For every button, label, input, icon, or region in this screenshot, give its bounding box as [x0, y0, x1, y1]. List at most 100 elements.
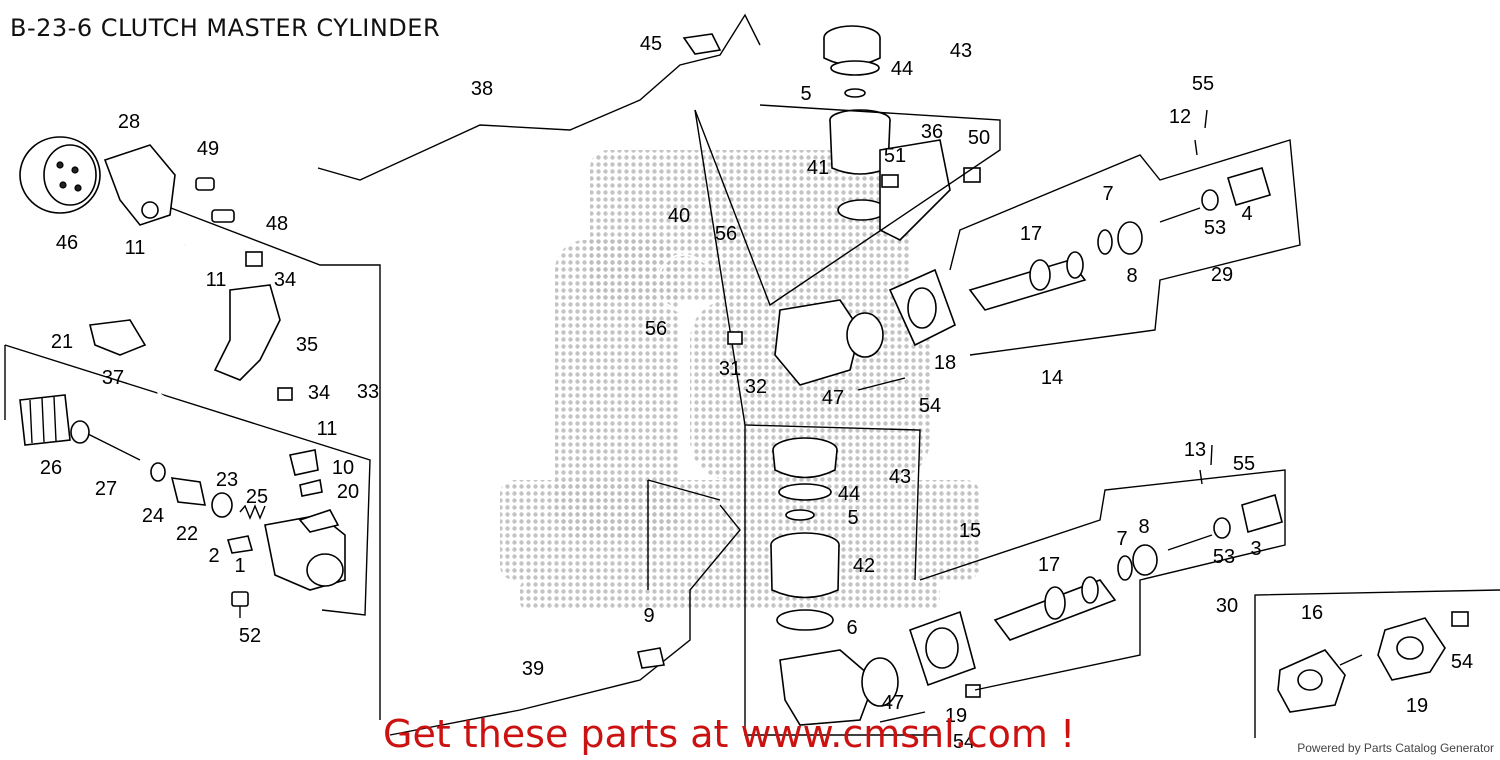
callout-label: 4 [1241, 203, 1252, 225]
part-17-piston-assembly [968, 251, 1087, 311]
callout-label: 7 [1102, 183, 1113, 205]
callout-label: 43 [950, 40, 972, 62]
callout-label: 8 [1126, 265, 1137, 287]
callout-label: 11 [206, 269, 227, 291]
part-18-gasket [888, 268, 956, 347]
callout-label: 1 [234, 555, 245, 577]
callout-label: 34 [308, 382, 330, 404]
part-5-plate-b [785, 509, 815, 521]
callout-label: 38 [471, 78, 493, 100]
callout-label: 3 [1250, 538, 1261, 560]
callout-label: 11 [317, 418, 338, 440]
callout-label: 17 [1038, 554, 1060, 576]
part-47-stud [857, 377, 906, 391]
callout-label: 32 [745, 376, 767, 398]
part-34-bolt [245, 251, 263, 267]
callout-label: 18 [934, 352, 956, 374]
callout-label: 17 [1020, 223, 1042, 245]
callout-label: 19 [945, 705, 967, 727]
callout-label: 11 [125, 237, 146, 259]
callout-label: 29 [1211, 264, 1233, 286]
part-5-plate [844, 88, 866, 98]
part-27-pushrod [70, 420, 141, 461]
part-48-bolt [211, 209, 235, 223]
cta-link[interactable]: Get these parts at www.cmsnl.com ! [383, 712, 1076, 756]
callout-label: 51 [884, 145, 906, 167]
callout-label: 37 [102, 367, 124, 389]
part-36-bracket [879, 139, 951, 241]
callout-label: 53 [1213, 546, 1235, 568]
callout-label: 50 [968, 127, 990, 149]
part-17-piston-assembly-b [993, 576, 1117, 641]
part-8-seal-b [1132, 544, 1158, 576]
callout-label: 45 [640, 33, 662, 55]
callout-label: 25 [246, 486, 268, 508]
part-6-band [776, 609, 834, 631]
part-43-reservoir-cap-b [772, 437, 838, 479]
callout-label: 2 [208, 545, 219, 567]
part-25-spring [239, 504, 266, 520]
callout-label: 56 [715, 223, 737, 245]
part-7-clip [1097, 229, 1113, 255]
callout-label: 19 [1406, 695, 1428, 717]
callout-label: 8 [1138, 516, 1149, 538]
callout-label: 9 [643, 605, 654, 627]
part-3-bracket [1241, 493, 1283, 534]
callout-label: 5 [847, 507, 858, 529]
callout-label: 21 [51, 331, 73, 353]
part-43-reservoir-cap [823, 25, 881, 66]
callout-label: 14 [1041, 367, 1063, 389]
callout-label: 54 [919, 395, 941, 417]
callout-label: 31 [719, 358, 741, 380]
part-44-diaphragm-b [778, 483, 832, 501]
callout-label: 28 [118, 111, 140, 133]
callout-label: 54 [1451, 651, 1473, 673]
part-53-washer-b [1213, 517, 1231, 539]
callout-label: 46 [56, 232, 78, 254]
part-8-seal [1117, 221, 1143, 255]
callout-label: 44 [838, 483, 860, 505]
part-52-bolt [231, 591, 249, 618]
callout-label: 49 [197, 138, 219, 160]
part-44-diaphragm [830, 60, 880, 76]
callout-label: 55 [1192, 73, 1214, 95]
callout-labels: 1 2 3 4 5 5 6 7 7 8 8 9 10 11 11 11 11 1… [40, 33, 1473, 753]
part-30-bolt [1167, 534, 1213, 551]
callout-label: 56 [645, 318, 667, 340]
callout-label: 52 [239, 625, 261, 647]
part-21-master-cylinder [264, 509, 346, 591]
callout-label: 41 [807, 157, 829, 179]
callout-label: 47 [882, 692, 904, 714]
callout-label: 6 [846, 617, 857, 639]
callout-label: 10 [332, 457, 354, 479]
callout-label: 47 [822, 387, 844, 409]
callout-label: 48 [266, 213, 288, 235]
callout-label: 54 [953, 731, 975, 753]
part-50-bolt [963, 167, 981, 183]
part-54-nut [965, 684, 981, 698]
callout-label: 27 [95, 478, 117, 500]
footer-credit: Powered by Parts Catalog Generator [1297, 741, 1494, 755]
callout-label: 55 [1233, 453, 1255, 475]
part-26-boot [19, 394, 71, 446]
callout-label: 22 [176, 523, 198, 545]
callout-label: 15 [959, 520, 981, 542]
callout-label: 44 [891, 58, 913, 80]
callout-label: 33 [357, 381, 379, 403]
page-title: B-23-6 CLUTCH MASTER CYLINDER [10, 14, 441, 42]
callout-label: 42 [853, 555, 875, 577]
callout-label: 34 [274, 269, 296, 291]
part-31-bolt [727, 331, 743, 345]
callout-label: 7 [1116, 528, 1127, 550]
part-19-gasket-b [1377, 617, 1446, 681]
part-53-washer [1201, 189, 1219, 211]
part-29-bolt [1159, 207, 1201, 223]
callout-label: 12 [1169, 106, 1191, 128]
part-7-clip-b [1117, 555, 1133, 581]
callout-label: 24 [142, 505, 164, 527]
callout-label: 39 [522, 658, 544, 680]
part-41-reservoir [829, 109, 891, 221]
part-cylinder-body-b [779, 649, 899, 726]
part-4-bracket [1227, 167, 1271, 206]
